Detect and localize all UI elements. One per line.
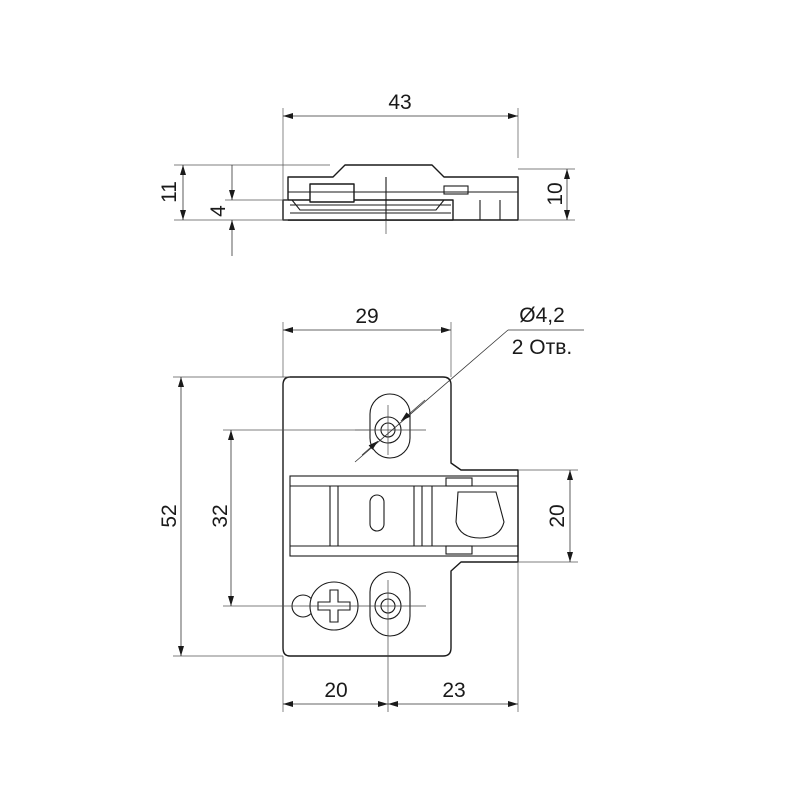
dimension-label-20-right: 20 (546, 504, 569, 527)
dimension-height-20: 20 (518, 469, 578, 563)
dimension-bottom-widths: 20 23 (282, 562, 519, 712)
hole-diameter-label: Ø4,2 (519, 304, 565, 327)
dimension-label-11: 11 (158, 181, 181, 203)
dimension-height-10: 10 (518, 168, 575, 221)
dimension-width-43: 43 (282, 91, 519, 200)
dimension-label-29: 29 (355, 305, 378, 328)
bottom-slot-hole (369, 571, 411, 637)
hole-callout: Ø4,2 2 Отв. (354, 304, 584, 463)
dimension-height-4: 4 (207, 165, 288, 256)
dimension-height-52: 52 (158, 376, 290, 657)
top-slot-hole (369, 393, 411, 459)
dimension-label-20-bottom: 20 (324, 679, 347, 702)
side-view: 43 11 4 10 (158, 91, 575, 256)
dimension-label-23: 23 (442, 679, 465, 702)
dimension-label-10: 10 (544, 182, 567, 205)
plan-view: 29 Ø4,2 2 Отв. 52 32 (158, 304, 584, 712)
dimension-label-52: 52 (158, 504, 181, 527)
hole-count-label: 2 Отв. (512, 336, 572, 359)
dimension-width-29: 29 (282, 305, 452, 377)
dimension-label-32: 32 (209, 504, 232, 527)
dimension-height-32: 32 (209, 429, 370, 607)
dimension-label-4: 4 (207, 205, 230, 217)
dimension-label-43: 43 (388, 91, 411, 114)
side-view-part (282, 164, 519, 234)
